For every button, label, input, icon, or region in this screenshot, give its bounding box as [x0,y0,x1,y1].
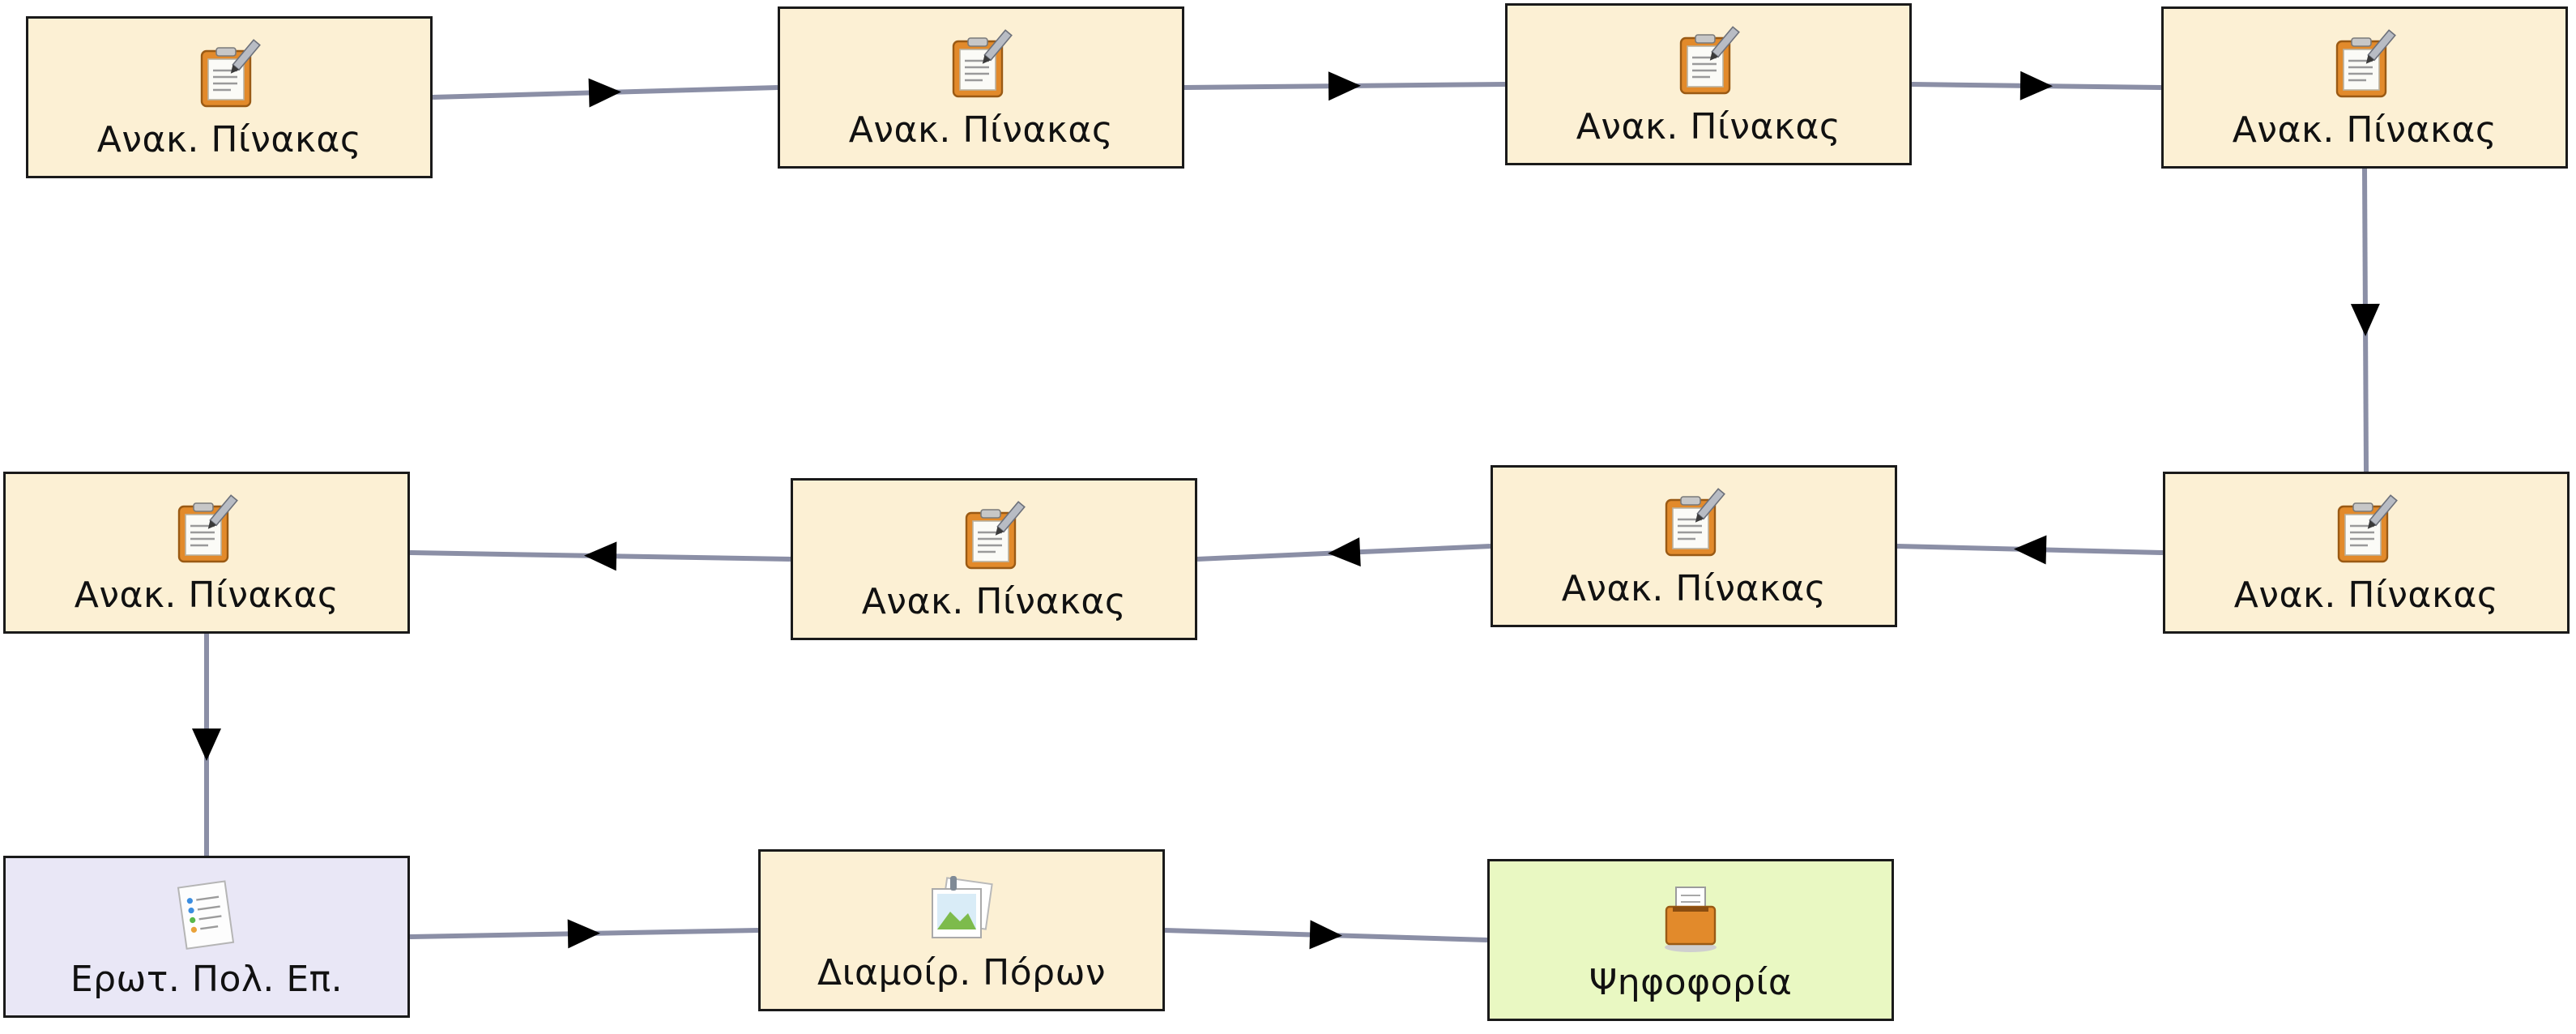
diagram-node[interactable]: Ανακ. Πίνακας [2163,472,2570,634]
diagram-node[interactable]: Ανακ. Πίνακας [26,16,433,178]
clipboard-pencil-icon [952,29,1013,98]
edge-arrowhead [192,728,221,761]
diagram-node[interactable]: Ανακ. Πίνακας [1491,465,1897,627]
edge-arrowhead [1309,920,1342,950]
edge-arrowhead [1328,71,1361,101]
edge-arrowhead [2350,303,2380,336]
image-gallery-icon [932,876,993,938]
edge-arrowhead [584,541,617,571]
edge-arrowhead [2019,70,2053,100]
node-label: Ανακ. Πίνακας [848,109,1114,151]
node-label: Ερωτ. Πολ. Επ. [70,959,343,1000]
diagram-node[interactable]: Ανακ. Πίνακας [791,478,1197,640]
edge-arrowhead [2014,535,2047,565]
node-label: Διαμοίρ. Πόρων [817,952,1107,993]
ballot-box-icon [1665,887,1717,952]
node-label: Ανακ. Πίνακας [2232,109,2497,151]
clipboard-pencil-icon [1665,488,1725,557]
clipboard-pencil-icon [177,494,238,563]
clipboard-pencil-icon [1679,26,1740,95]
node-label: Ανακ. Πίνακας [1561,568,1827,609]
diagram-node[interactable]: Ανακ. Πίνακας [2161,6,2568,169]
clipboard-pencil-icon [2337,494,2398,563]
clipboard-pencil-icon [2335,29,2396,98]
diagram-node[interactable]: Ψηφοφορία [1487,859,1894,1021]
node-label: Ψηφοφορία [1589,962,1793,1003]
edge-arrowhead [567,919,600,949]
node-label: Ανακ. Πίνακας [74,575,339,616]
node-label: Ανακ. Πίνακας [861,581,1127,622]
edge-arrowhead [588,78,621,108]
diagram-node[interactable]: Ανακ. Πίνακας [778,6,1184,169]
diagram-node[interactable]: Διαμοίρ. Πόρων [758,849,1165,1011]
node-label: Ανακ. Πίνακας [1576,106,1841,147]
checklist-icon [177,880,235,950]
clipboard-pencil-icon [965,501,1026,570]
clipboard-pencil-icon [200,39,261,108]
node-label: Ανακ. Πίνακας [2233,575,2499,616]
node-label: Ανακ. Πίνακας [96,119,362,160]
diagram-node[interactable]: Ανακ. Πίνακας [3,472,410,634]
diagram-node[interactable]: Ανακ. Πίνακας [1505,3,1912,165]
diagram-node[interactable]: Ερωτ. Πολ. Επ. [3,856,410,1018]
edge-arrowhead [1328,537,1361,567]
